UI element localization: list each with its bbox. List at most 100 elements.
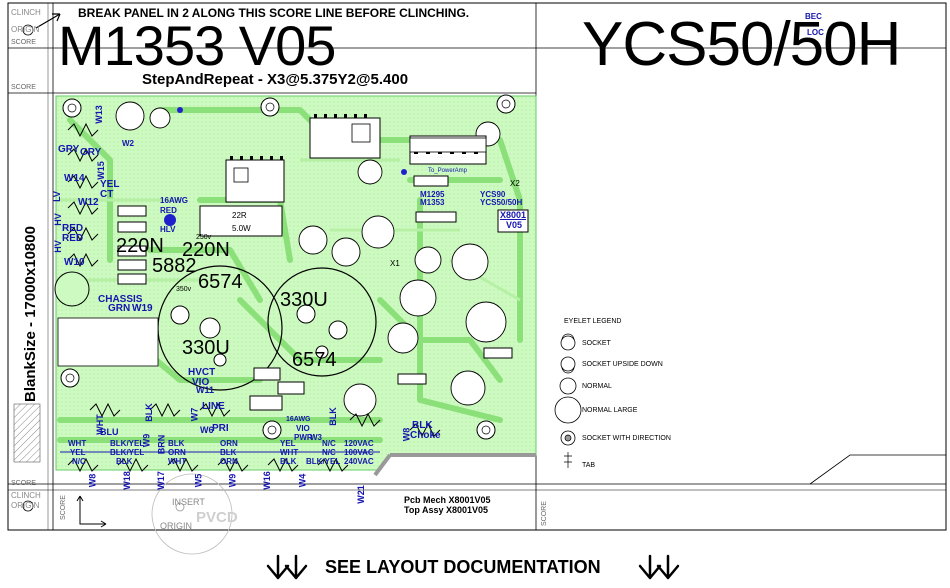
insert-origin-label: ORIGIN [160, 521, 193, 531]
legend-normal-large: NORMAL LARGE [582, 407, 638, 414]
top-wire-brn: BRN [156, 434, 167, 455]
row2-2: ORN [168, 448, 186, 457]
eyelet-legend-title: EYELET LEGEND [564, 318, 622, 325]
red-w1-label: RED [160, 206, 177, 215]
awg16-left-label: 16AWG [160, 196, 189, 205]
score-label-5: SCORE [541, 501, 548, 526]
blank-size-label: BlankSize - 17000x10800 [22, 226, 39, 402]
top-wire-w6: W6 [200, 425, 214, 435]
row2-6: 100VAC [344, 448, 374, 457]
row1-2: BLK [168, 439, 185, 448]
pwr-label: PWR [294, 433, 313, 442]
legend-socket-upside-down: SOCKET UPSIDE DOWN [582, 361, 663, 368]
insert-label: INSERT [172, 497, 205, 507]
row2-4: WHT [280, 448, 299, 457]
row1-0: WHT [68, 439, 87, 448]
break-panel-note: BREAK PANEL IN 2 ALONG THIS SCORE LINE B… [78, 6, 470, 20]
pcb-mech-label: Pcb Mech X8001V05 [404, 495, 491, 505]
r-22r-label: 22R [232, 211, 247, 220]
vio-pwr-label: VIO [296, 424, 310, 433]
res-6574-top: 6574 [198, 271, 243, 293]
line-label: LINE [202, 401, 225, 412]
top-wire-w8: W8 [401, 427, 412, 442]
wire-w14: W14 [64, 173, 85, 184]
top-wire-w3: W3 [310, 433, 322, 442]
origin-label-top: ORIGIN [11, 25, 40, 34]
x1-label: X1 [390, 259, 400, 268]
blk-choke-label: BLK [412, 420, 433, 431]
grn-label: GRN [108, 303, 131, 314]
row3-5: BLK/YEL [306, 457, 341, 466]
res-220n-right: 220N [182, 239, 230, 261]
row3-1: BLK [116, 457, 133, 466]
hlv-label: HLV [160, 225, 176, 234]
wire-gry-1: GRY [58, 144, 80, 155]
legend-tab: TAB [582, 462, 596, 469]
row3-0: N/C [72, 457, 86, 466]
v250-label: 250v [196, 234, 212, 241]
awg16-mid-label: 16AWG [286, 416, 311, 423]
row2-0: YEL [70, 448, 86, 457]
wire-gry-2: GRY [80, 147, 102, 158]
m1353-label: M1353 [420, 198, 445, 207]
wire-w12: W12 [78, 197, 99, 208]
r-5w-label: 5.0W [232, 224, 251, 233]
row1-6: 120VAC [344, 439, 374, 448]
row3-6: 240VAC [344, 457, 374, 466]
top-wire-w9: W9 [141, 433, 152, 448]
to-power-amp-label: To_PowerAmp [428, 168, 468, 174]
score-label-2: SCORE [11, 84, 36, 91]
cap-330u-left: 330U [182, 337, 230, 359]
row1-1: BLK/YEL [110, 439, 145, 448]
clinch-label-top: CLINCH [11, 8, 41, 17]
row3-4: BLK [280, 457, 297, 466]
product-title: YCS50/50H [582, 10, 901, 79]
wire-w10: W10 [64, 257, 85, 268]
cap-330u-right: 330U [280, 289, 328, 311]
row1-5: N/C [322, 439, 336, 448]
v05-label: V05 [506, 220, 523, 230]
ycs5050h-label: YCS50/50H [480, 198, 523, 207]
chassis-label: CHASSIS [98, 294, 143, 305]
loc-label: LOC [807, 28, 824, 37]
wire-red-2: RED [62, 233, 84, 244]
wire-w4: W4 [297, 473, 308, 488]
bec-label: BEC [805, 12, 822, 21]
row3-3: ORN [220, 457, 238, 466]
wire-w18: W18 [121, 471, 132, 490]
m1295-label: M1295 [420, 190, 445, 199]
ycs90-label: YCS90 [480, 190, 506, 199]
legend-socket: SOCKET [582, 340, 611, 347]
wire-w21: W21 [355, 485, 366, 504]
legend-socket-with-direction: SOCKET WITH DIRECTION [582, 435, 671, 442]
wire-hv-2: HV [52, 240, 63, 253]
row2-3: BLK [220, 448, 237, 457]
v350-label: 350v [176, 286, 192, 293]
top-assy-label: Top Assy X8001V05 [404, 505, 489, 515]
score-label-1: SCORE [11, 39, 36, 46]
x8001-label: X8001 [500, 210, 527, 220]
score-label-3: SCORE [11, 480, 36, 487]
wire-w9-b: W9 [227, 473, 238, 488]
hvct-label: HVCT [188, 367, 216, 378]
wire-w17: W17 [155, 471, 166, 490]
wire-lv: LV [51, 191, 62, 202]
x2-label: X2 [510, 179, 520, 188]
score-label-4: SCORE [60, 495, 67, 520]
res-5882: 5882 [152, 255, 197, 277]
wire-w8: W8 [87, 473, 98, 488]
row3-2: WHT [168, 457, 187, 466]
origin-label-bottom: ORIGIN [11, 501, 40, 510]
res-6574-bottom: 6574 [292, 349, 337, 371]
row1-4: YEL [280, 439, 296, 448]
choke-label: Choke [410, 430, 441, 441]
wire-w15: W15 [95, 161, 106, 180]
top-wire-w7: W7 [189, 407, 200, 422]
wire-w11: W11 [196, 385, 215, 395]
row2-5: N/C [322, 448, 336, 457]
vio-label: VIO [192, 377, 210, 388]
pvcd-watermark: PVCD [196, 509, 238, 526]
step-repeat-label: StepAndRepeat - X3@5.375Y2@5.400 [142, 71, 409, 88]
row2-1: BLK/YEL [110, 448, 145, 457]
